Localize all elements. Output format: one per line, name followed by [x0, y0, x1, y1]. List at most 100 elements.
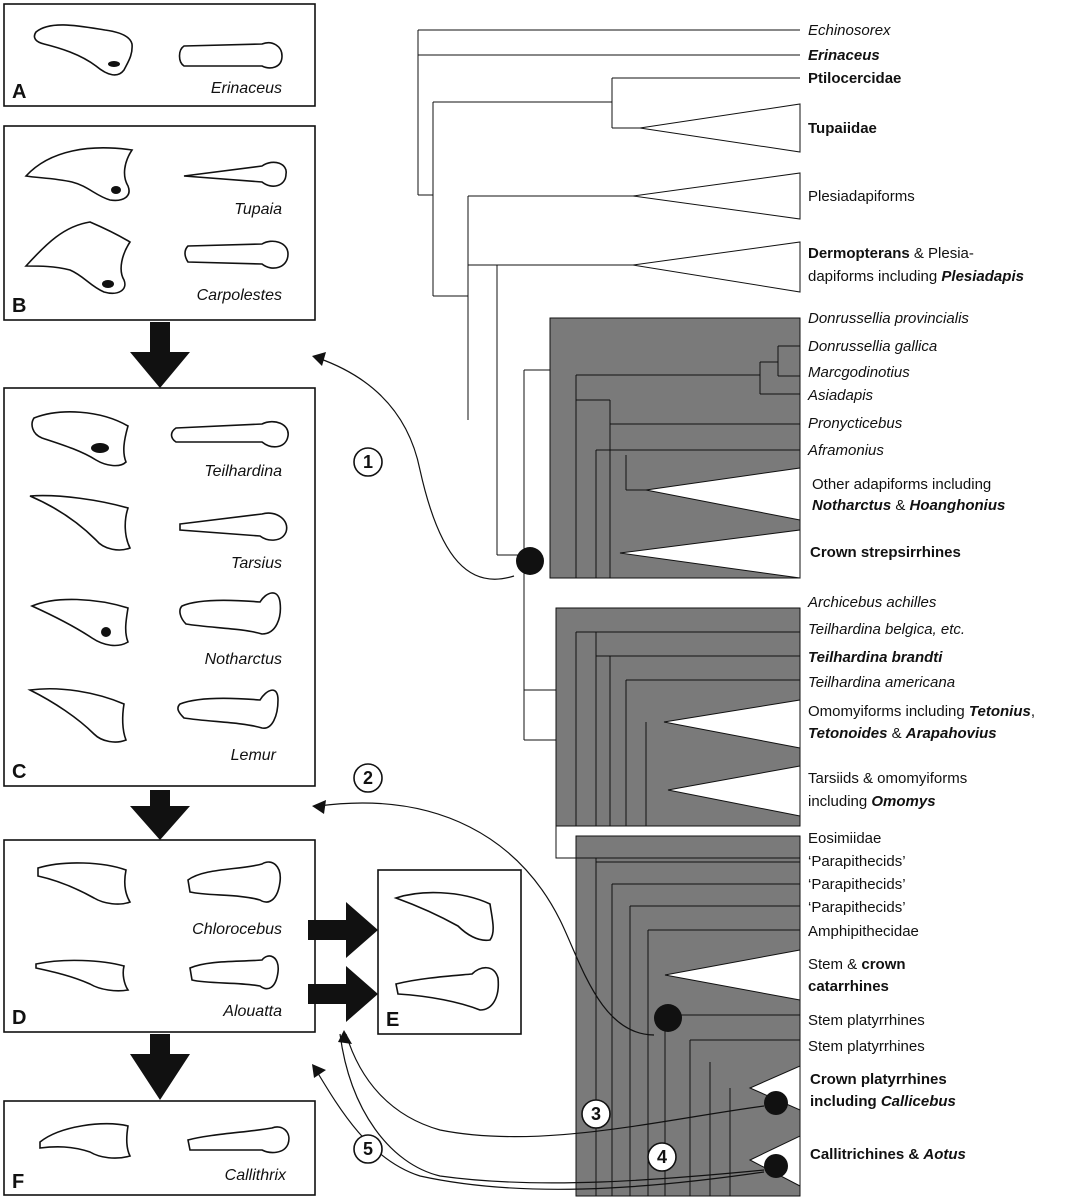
taxon-tarsiids-line1: Tarsiids & omomyiforms	[808, 770, 967, 787]
text: &	[891, 497, 909, 514]
bone-tupaia-dorsal	[183, 161, 287, 187]
foramen	[91, 443, 109, 453]
panel-letter-c: C	[12, 761, 26, 783]
panel-letter-e: E	[386, 1009, 399, 1031]
node-number-circle	[581, 1099, 611, 1129]
taxon-tarsiids-line2: including Omomys	[808, 793, 936, 810]
bone-alouatta-lateral	[35, 959, 130, 992]
clade-plesiadapiforms	[632, 172, 801, 220]
text-italic: Aotus	[922, 1146, 966, 1163]
text: &	[887, 725, 905, 742]
clade-anthropoid-block	[575, 835, 801, 1197]
bone-tarsius-dorsal	[179, 512, 288, 541]
taxon-donrussellia-provincialis: Donrussellia provincialis	[808, 310, 969, 327]
node-number-circle	[353, 447, 383, 477]
bone-alouatta-dorsal	[189, 955, 279, 990]
bone-teilhardina-dorsal	[170, 420, 289, 448]
text: Stem &	[808, 956, 861, 973]
taxon-amphipithecidae: Amphipithecidae	[808, 923, 919, 940]
arrow-4-path	[339, 1033, 765, 1184]
clade-tarsiids	[667, 765, 801, 817]
clade-omomyiforms	[663, 699, 801, 749]
taxon-teilhardina-belgica: Teilhardina belgica, etc.	[808, 621, 965, 638]
taxon-crown-platyrrhines-line1: Crown platyrrhines	[810, 1071, 947, 1088]
panel-letter-d: D	[12, 1007, 26, 1029]
taxon-teilhardina-americana: Teilhardina americana	[808, 674, 955, 691]
panel-f: Callithrix F	[3, 1100, 316, 1196]
text: & Plesia-	[910, 245, 974, 262]
node-2-anthropoid	[654, 1004, 682, 1032]
taxon-echinosorex: Echinosorex	[808, 22, 891, 39]
text: including	[808, 793, 871, 810]
tree-branch-haplorhines	[523, 600, 556, 740]
bone-e-upper	[393, 891, 494, 942]
panel-b: Tupaia B Carpolestes	[3, 125, 316, 321]
taxon-other-adapiforms-line2: Notharctus & Hoanghonius	[812, 497, 1005, 514]
taxon-eosimiidae: Eosimiidae	[808, 830, 881, 847]
arrow-b-to-c	[130, 322, 190, 388]
specimen-label-lemur: Lemur	[231, 747, 277, 764]
taxon-parapithecids-2: ‘Parapithecids’	[808, 876, 906, 893]
bone-e-lower	[395, 966, 500, 1011]
text: Omomyiforms including	[808, 703, 969, 720]
node-number-4: 4	[657, 1147, 667, 1167]
bone-chlorocebus-dorsal	[187, 861, 282, 903]
specimen-label-tarsius: Tarsius	[231, 555, 282, 572]
arrowhead	[338, 1030, 352, 1044]
taxon-parapithecids-3: ‘Parapithecids’	[808, 899, 906, 916]
text-bold-italic: Tetonius	[969, 703, 1031, 720]
taxon-catarrhines-line1: Stem & crown	[808, 956, 906, 973]
arrow-d-to-e-lower	[308, 966, 378, 1022]
arrow-d-to-f	[130, 1034, 190, 1100]
node-number-2: 2	[363, 768, 373, 788]
arrow-c-to-d	[130, 790, 190, 840]
taxon-teilhardina-brandti: Teilhardina brandti	[808, 649, 943, 666]
arrowhead	[312, 352, 326, 366]
text-bold-italic: Omomys	[871, 793, 935, 810]
node-number-circle	[647, 1142, 677, 1172]
bone-tarsius-lateral	[29, 494, 132, 551]
foramen	[108, 61, 120, 67]
foramen	[101, 627, 111, 637]
bone-erinaceus-lateral	[33, 24, 133, 76]
bone-carpolestes-dorsal	[184, 240, 289, 269]
taxon-archicebus: Archicebus achilles	[807, 594, 937, 611]
clade-dermopterans	[632, 241, 801, 293]
node-number-circle	[353, 1134, 383, 1164]
clade-other-adapiforms	[645, 467, 801, 521]
tree-branch-plesiadapiforms	[433, 195, 633, 555]
node-3-callicebus	[764, 1091, 788, 1115]
taxon-aframonius: Aframonius	[807, 442, 884, 459]
text: including	[810, 1093, 881, 1110]
node-number-circle	[353, 763, 383, 793]
text: Callitrichines &	[810, 1146, 923, 1163]
panel-a: A Erinaceus	[3, 3, 316, 107]
node-4-callitrichine	[764, 1154, 788, 1178]
bone-callithrix-lateral	[39, 1122, 132, 1159]
node-number-3: 3	[591, 1104, 601, 1124]
panel-letter-a: A	[12, 81, 26, 103]
node-number-5: 5	[363, 1139, 373, 1159]
bone-chlorocebus-lateral	[37, 862, 132, 905]
taxon-crown-platyrrhines-line2: including Callicebus	[810, 1093, 956, 1110]
taxon-stem-platyrrhines-1: Stem platyrrhines	[808, 1012, 925, 1029]
clade-catarrhines	[664, 949, 801, 1001]
taxon-dermopterans-line2: dapiforms including Plesiadapis	[808, 268, 1024, 285]
tree-internal-tarsiiforms	[555, 607, 800, 826]
taxon-erinaceus: Erinaceus	[808, 47, 880, 64]
tree-line	[549, 317, 800, 578]
bone-notharctus-dorsal	[179, 592, 282, 635]
text: ,	[1031, 703, 1035, 720]
text-bold-italic: Notharctus	[812, 497, 891, 514]
bone-callithrix-dorsal	[187, 1126, 290, 1154]
foramen	[111, 186, 121, 194]
taxon-pronycticebus: Pronycticebus	[808, 415, 903, 432]
taxon-ptilocercidae: Ptilocercidae	[808, 70, 901, 87]
node-number-1: 1	[363, 452, 373, 472]
arrow-2-path	[317, 802, 655, 1036]
arrow-1-path	[317, 357, 515, 580]
text: dapiforms including	[808, 268, 941, 285]
taxon-crown-strepsirrhines: Crown strepsirrhines	[810, 544, 961, 561]
specimen-label-chlorocebus: Chlorocebus	[192, 921, 282, 938]
